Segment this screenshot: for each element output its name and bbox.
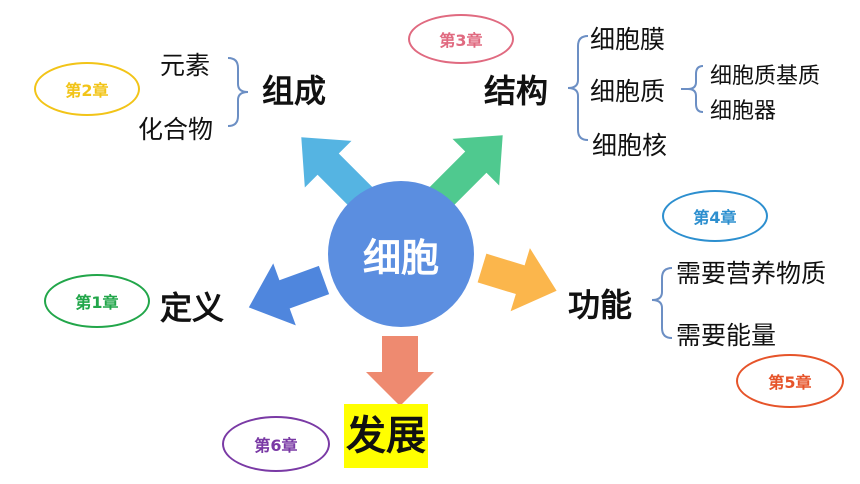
chapter-badge-6: 第6章 xyxy=(222,416,330,472)
center-node: 细胞 xyxy=(328,181,474,327)
cytoplasm-item: 细胞器 xyxy=(710,99,777,124)
topic-function: 功能 xyxy=(568,286,633,324)
cytoplasm-bracket xyxy=(687,65,704,113)
topic-structure: 结构 xyxy=(484,72,549,110)
composition-bracket xyxy=(227,57,249,127)
chapter-badge-2: 第2章 xyxy=(34,62,140,116)
function-bracket xyxy=(651,267,673,339)
arrow-to-function xyxy=(477,248,557,312)
topic-composition: 组成 xyxy=(262,72,327,110)
function-item: 需要营养物质 xyxy=(676,259,827,288)
chapter-badge-1: 第1章 xyxy=(44,274,150,328)
topic-development: 发展 xyxy=(344,404,428,468)
composition-item: 化合物 xyxy=(138,115,214,144)
structure-item: 细胞核 xyxy=(592,131,668,160)
structure-item: 细胞质 xyxy=(590,77,666,106)
chapter-badge-5: 第5章 xyxy=(736,354,844,408)
chapter-badge-3: 第3章 xyxy=(408,14,514,64)
arrow-to-development xyxy=(366,336,434,406)
function-item: 需要能量 xyxy=(676,321,777,350)
structure-bracket xyxy=(567,35,589,141)
arrow-to-definition xyxy=(248,263,330,326)
cytoplasm-item: 细胞质基质 xyxy=(710,64,821,89)
chapter-badge-4: 第4章 xyxy=(662,190,768,242)
composition-item: 元素 xyxy=(160,51,211,80)
topic-definition: 定义 xyxy=(160,289,225,327)
center-label: 细胞 xyxy=(362,235,439,280)
structure-item: 细胞膜 xyxy=(590,25,666,54)
